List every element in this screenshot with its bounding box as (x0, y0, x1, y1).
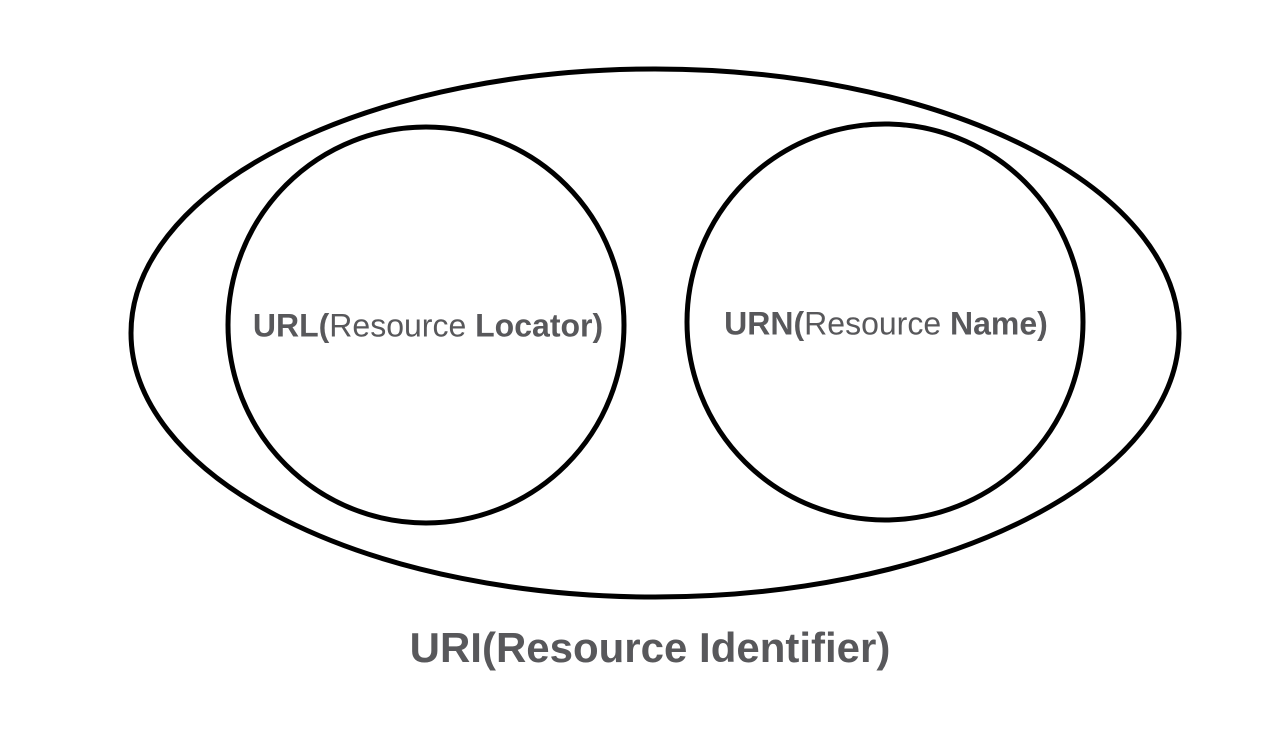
url-label: URL(Resource Locator) (253, 308, 603, 345)
url-label-regular: Resource (329, 307, 476, 344)
url-label-suffix: Locator) (475, 307, 604, 344)
urn-label-regular: Resource (804, 305, 951, 342)
uri-caption: URI(Resource Identifier) (409, 624, 891, 671)
uri-outer-ellipse (128, 66, 1182, 600)
urn-circle (684, 121, 1086, 523)
urn-label-suffix: Name) (950, 305, 1048, 342)
url-label-acronym: URL( (252, 307, 330, 344)
urn-label: URN(Resource Name) (724, 306, 1048, 343)
urn-label-acronym: URN( (724, 305, 805, 342)
url-circle (225, 124, 627, 526)
